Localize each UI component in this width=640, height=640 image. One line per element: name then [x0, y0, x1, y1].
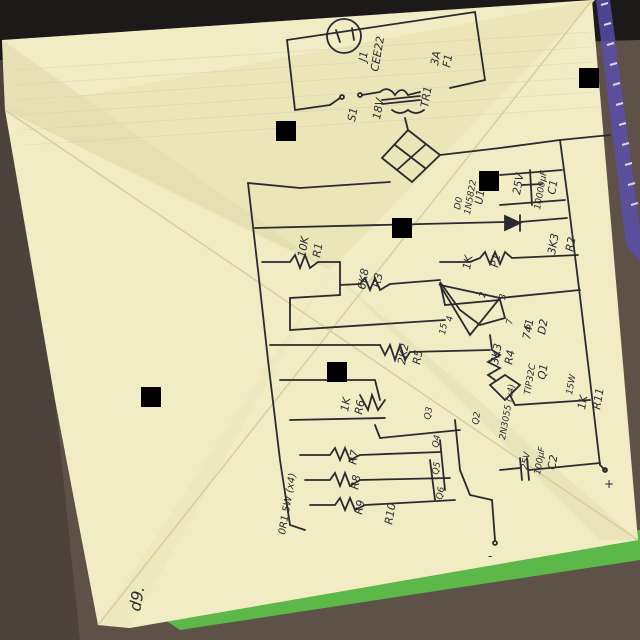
label-p1-value: 1K	[460, 253, 475, 270]
label-r7: R7	[346, 449, 361, 466]
label-r2-value: 3K3	[545, 232, 561, 255]
label-pin2: 2	[478, 291, 489, 299]
binder-rings	[600, 2, 639, 206]
label-q5: Q5	[431, 461, 443, 476]
label-q2: Q2	[471, 411, 483, 426]
label-r9: R9	[352, 499, 367, 516]
label-c1-voltage: 25V	[510, 171, 527, 196]
redaction-square	[327, 362, 347, 382]
redaction-square	[479, 171, 499, 191]
label-r6: R6	[352, 399, 367, 416]
label-r4: R4	[502, 349, 517, 366]
redaction-square	[392, 218, 412, 238]
label-pin7: 7	[505, 318, 516, 326]
label-u1-part: D0	[453, 196, 465, 210]
label-f1: F1	[440, 53, 455, 68]
label-u1: U1	[472, 188, 487, 205]
label-d2-type: 741	[520, 318, 536, 341]
label-pin15: 15	[438, 322, 450, 335]
label-c2: C2	[545, 454, 560, 471]
label-cee22: CEE22	[368, 35, 387, 72]
bridge-rectifier-symbol	[380, 128, 442, 184]
paper-folds	[2, 0, 639, 628]
label-q3: Q3	[423, 406, 435, 421]
label-d2: D2	[535, 318, 550, 335]
label-p1: P1	[488, 253, 503, 269]
mains-socket-symbol	[326, 18, 362, 54]
label-pin6: 6	[523, 323, 534, 331]
circuit-schematic	[247, 10, 611, 546]
label-r5-value: 2K2	[395, 342, 411, 365]
label-r1-value: 10K	[295, 235, 312, 259]
label-r10: R10	[382, 502, 399, 526]
label-r1: R1	[310, 242, 325, 259]
label-r5: R5	[410, 349, 425, 366]
label-q1: Q1	[535, 363, 551, 381]
redaction-square	[579, 68, 599, 88]
label-q1-note: 15W	[565, 373, 579, 396]
label-pin4: 4	[445, 315, 456, 323]
label-r4-value: 3K3	[488, 342, 504, 365]
binder-edge	[596, 0, 640, 262]
label-r8: R8	[348, 474, 363, 491]
table-left-edge	[0, 60, 80, 640]
label-j1: J1	[356, 50, 371, 64]
op-amp-symbol	[438, 283, 502, 337]
label-r11: R11	[590, 387, 607, 411]
label-pin3: 3	[498, 293, 509, 301]
label-r11-value: 1K	[575, 393, 590, 410]
label-f1-value: 3A	[428, 50, 443, 67]
paper-ruled-lines	[14, 31, 599, 146]
label-output-plus: +	[604, 477, 614, 491]
label-r3-value: 6K8	[355, 267, 371, 290]
label-s1: S1	[345, 106, 360, 122]
label-q4: Q4	[431, 434, 443, 449]
label-c1: C1	[545, 179, 560, 196]
page-number: d9.	[125, 584, 148, 612]
redaction-square	[276, 121, 296, 141]
label-q6: Q6	[435, 486, 447, 501]
label-c2-capacitance: 100µF	[533, 445, 548, 475]
label-r2: R2	[563, 236, 578, 253]
label-output-minus: -	[488, 549, 492, 563]
redaction-square	[141, 387, 161, 407]
label-r6-value: 1K	[338, 395, 353, 412]
label-tr1: TR1	[418, 85, 435, 108]
label-c2-voltage: 25V	[520, 451, 533, 471]
label-18v: 18V	[370, 96, 387, 121]
label-r3: R3	[370, 272, 385, 289]
